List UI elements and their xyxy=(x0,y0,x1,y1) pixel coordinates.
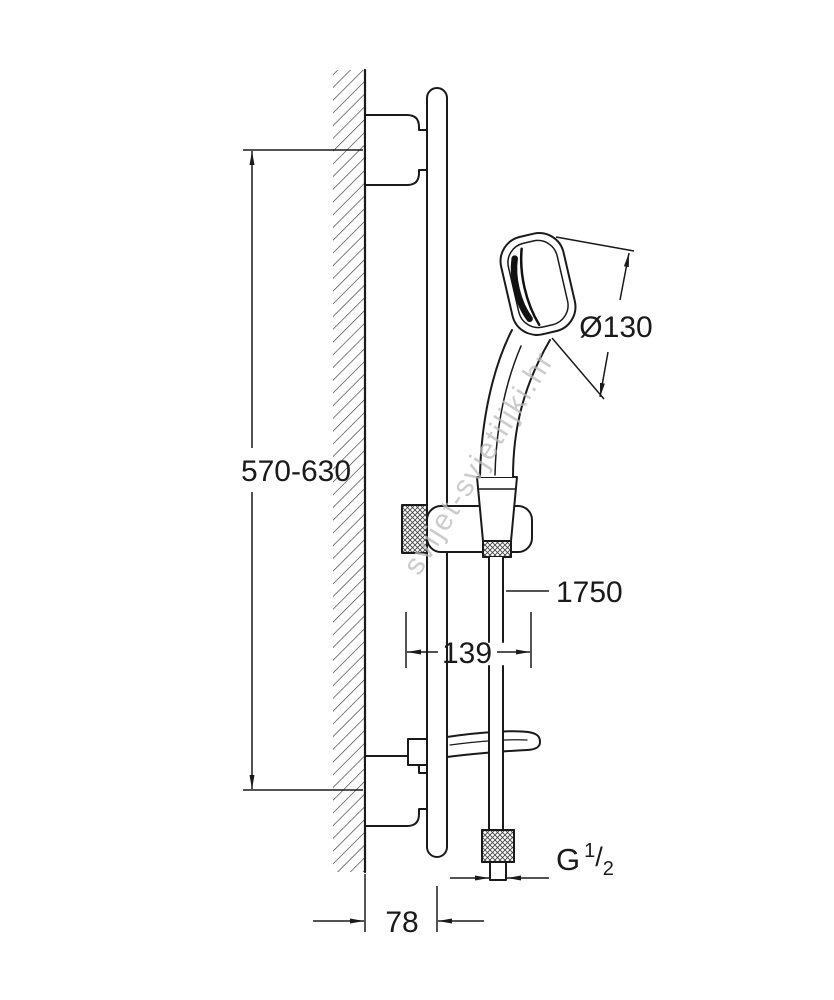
dim-head-diameter xyxy=(551,236,635,400)
dimension-extension-line xyxy=(551,337,605,400)
hose-body xyxy=(489,557,503,642)
connector-thread xyxy=(489,861,507,881)
thread-prefix: G xyxy=(556,842,580,877)
cone-nut-knurl xyxy=(482,540,512,558)
dim-mount-distance xyxy=(243,149,363,791)
thread-numerator: 1 xyxy=(584,840,595,862)
shower-handle xyxy=(479,329,551,478)
hose-body xyxy=(489,666,503,830)
spray-face-shading xyxy=(510,255,533,323)
handle-right-edge xyxy=(512,339,551,478)
wall-hatch xyxy=(333,70,365,872)
dimension-line xyxy=(599,351,609,398)
wall-offset-label: 78 xyxy=(385,906,418,939)
bottom-wall-mount xyxy=(364,755,428,827)
dish-clamp xyxy=(407,738,428,766)
thread-slash: / xyxy=(595,842,603,872)
dim-wall-offset xyxy=(313,874,484,932)
thread-denominator: 2 xyxy=(603,858,614,880)
adjustment-knob xyxy=(401,504,428,554)
shower-rail xyxy=(426,87,448,858)
head-outline xyxy=(499,232,577,336)
dimension-extension-line xyxy=(555,236,635,252)
hose-connector xyxy=(481,829,515,881)
shower-hose-upper xyxy=(488,556,504,643)
shower-head xyxy=(499,232,577,336)
hose-length-label: 1750 xyxy=(556,576,623,609)
connector-nut-knurl xyxy=(481,829,515,863)
top-wall-mount xyxy=(364,114,428,186)
spray-face-line xyxy=(519,247,541,327)
dim-holder-width xyxy=(405,612,532,668)
mount-distance-label: 570-630 xyxy=(241,455,351,488)
handle-inner-line xyxy=(494,345,522,476)
soap-dish xyxy=(407,730,541,766)
shower-hose-lower xyxy=(488,665,504,831)
head-diameter-label: Ø130 xyxy=(579,311,652,344)
line-work xyxy=(333,68,577,881)
handle-left-edge xyxy=(479,329,513,478)
holder-width-label: 139 xyxy=(442,637,492,670)
dimension-line xyxy=(619,252,630,301)
dimension-lines xyxy=(243,149,635,932)
